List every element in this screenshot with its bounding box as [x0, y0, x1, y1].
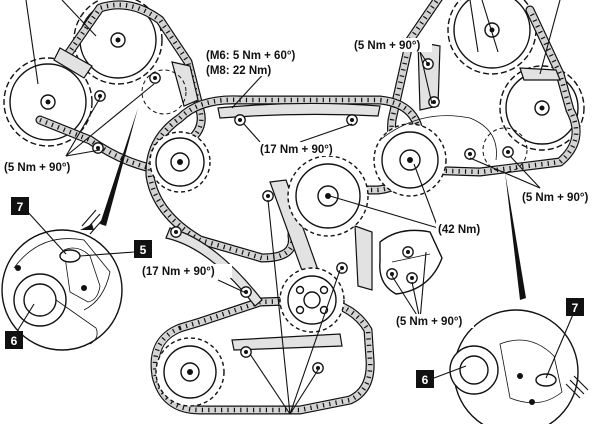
- lower-chain: [150, 295, 375, 415]
- callout-left-bottom: 6: [5, 331, 23, 349]
- left-detail-pointer: [100, 108, 138, 226]
- left-callout5-leader: [79, 251, 135, 257]
- center-drive-gear: [287, 155, 369, 237]
- right-intermediate-gear: [373, 115, 497, 197]
- lower-right-torque-label: (5 Nm + 90°): [396, 316, 462, 328]
- left-detail-marker: [141, 69, 187, 115]
- left-detail-inset: [1, 209, 123, 351]
- svg-text:6: 6: [422, 373, 429, 387]
- intermediate-gear-torque-label: (42 Nm): [438, 224, 480, 236]
- svg-text:5: 5: [140, 243, 147, 257]
- right-callout6-leader: [433, 365, 467, 379]
- m8-torque-label: (M8: 22 Nm): [206, 65, 271, 77]
- right-callout7-leader: [545, 311, 575, 379]
- upper-left-chain: [35, 0, 206, 173]
- left-callout6-leader: [17, 303, 35, 331]
- right-guide-side-torque-label: (5 Nm + 90°): [522, 192, 588, 204]
- left-camshaft-sprockets: [3, 0, 163, 147]
- svg-text:7: 7: [572, 301, 579, 315]
- callout-left-right: 5: [134, 240, 152, 258]
- callout-left-top: 7: [11, 197, 29, 215]
- crankshaft-sprocket: [155, 337, 225, 407]
- right-detail-marker: [482, 127, 528, 173]
- right-detail-pointer: [505, 172, 526, 300]
- m6-torque-label: (M6: 5 Nm + 60°): [206, 50, 295, 62]
- right-detail-inset: [449, 309, 589, 424]
- chain-tensioner: [379, 229, 443, 295]
- tensioner-rail-torque-label: (17 Nm + 90°): [142, 266, 215, 278]
- callout-right-left: 6: [416, 370, 434, 388]
- right-guide-top-torque-label: (5 Nm + 90°): [354, 40, 420, 52]
- balance-shaft-sprocket: [279, 267, 345, 333]
- svg-text:7: 7: [17, 200, 24, 214]
- upper-guide-torque-label: (17 Nm + 90°): [260, 144, 333, 156]
- callout-right-top: 7: [566, 298, 584, 316]
- left-intermediate-gear: [149, 131, 211, 193]
- svg-text:6: 6: [11, 334, 18, 348]
- left-guide-torque-label: (5 Nm + 90°): [4, 162, 70, 174]
- left-callout7-leader: [25, 209, 67, 255]
